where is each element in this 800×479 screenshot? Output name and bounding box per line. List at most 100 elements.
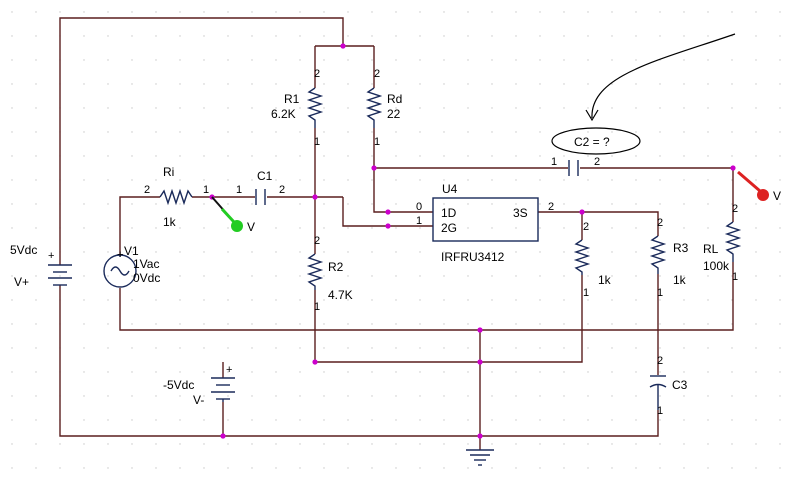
junction-v-gnd <box>477 359 483 365</box>
c2-name: C2 = ? <box>574 135 610 149</box>
ri-pin-b: 1 <box>203 184 209 196</box>
probe-green-label: V <box>247 220 255 234</box>
wire-source <box>538 211 659 236</box>
c1-name: C1 <box>257 169 273 183</box>
c1-pin-a: 1 <box>236 184 242 196</box>
junction-bottom-gnd <box>477 433 483 439</box>
r3-value: 1k <box>673 273 687 287</box>
r2-pin-bottom: 1 <box>314 301 320 313</box>
rl-value: 100k <box>703 259 730 273</box>
wire-v1-ri <box>119 196 160 254</box>
junction-gnd-line <box>477 327 483 333</box>
rl-pin-top: 2 <box>732 203 738 215</box>
vplus-name: V+ <box>14 275 29 289</box>
u4-pin-d-num: 0 <box>416 201 422 213</box>
r3-pin-top: 2 <box>657 217 663 229</box>
r1-value: 6.2K <box>271 107 296 121</box>
u4-pin-g-num: 1 <box>416 215 422 227</box>
probe-red-label: V <box>773 189 781 203</box>
c3-pin-bottom: 1 <box>657 405 663 417</box>
wire-rl-bottom <box>119 262 734 331</box>
rl-pin-bottom: 1 <box>732 271 738 283</box>
v1-dc: 0Vdc <box>133 271 160 285</box>
u4-pin-s-num: 2 <box>548 201 554 213</box>
u4-part: IRFRU3412 <box>441 250 505 264</box>
ground-symbol <box>466 449 494 466</box>
v1-name: V1 <box>124 244 139 258</box>
resistor-r2[interactable]: R2 4.7K 2 1 <box>306 235 353 313</box>
resistor-r3[interactable]: R3 1k 2 1 <box>649 217 689 299</box>
wire-r2-bottom <box>314 275 583 363</box>
resistor-r1[interactable]: R1 6.2K 2 1 <box>271 68 324 148</box>
ri-pin-a: 2 <box>144 184 150 196</box>
grid-dots <box>11 11 781 469</box>
c3-name: C3 <box>672 378 688 392</box>
c1-pin-b: 2 <box>279 184 285 196</box>
junction-source <box>579 209 585 215</box>
v1-plus: + <box>117 249 123 261</box>
junction-drain <box>385 209 391 215</box>
junction-bottom-left <box>220 433 226 439</box>
wire-vplus-bottom <box>59 285 659 437</box>
vminus-value: -5Vdc <box>163 378 194 392</box>
r2-value: 4.7K <box>328 288 353 302</box>
rsrc-pin-bottom: 1 <box>583 287 589 299</box>
probe-green[interactable]: V <box>211 196 255 234</box>
junction-rl <box>730 165 736 171</box>
annotation-arrow <box>591 33 736 119</box>
u4-name: U4 <box>442 182 458 196</box>
junction-v-rail <box>312 359 318 365</box>
capacitor-c2[interactable]: 1 2 <box>551 156 600 176</box>
wire-node-gate <box>342 197 433 227</box>
battery-vplus[interactable]: + 5Vdc V+ <box>10 243 72 289</box>
c2-annotation: C2 = ? <box>551 33 736 155</box>
rd-value: 22 <box>387 107 401 121</box>
junction-c1 <box>312 194 318 200</box>
resistor-ri[interactable]: Ri 1k 2 1 <box>144 165 209 229</box>
rd-name: Rd <box>387 92 402 106</box>
u4-pin-d: 1D <box>441 206 457 220</box>
probe-red[interactable]: V <box>737 170 781 203</box>
r2-name: R2 <box>328 260 344 274</box>
v1-ac: 1Vac <box>133 257 159 271</box>
rd-pin-top: 2 <box>374 68 380 80</box>
wires <box>59 17 734 450</box>
r1-pin-top: 2 <box>314 68 320 80</box>
r3-name: R3 <box>673 241 689 255</box>
u4-pin-g: 2G <box>441 221 457 235</box>
resistor-rl[interactable]: RL 100k 2 1 <box>703 203 742 283</box>
resistor-source[interactable]: 1k 2 1 <box>573 221 612 299</box>
battery-vminus[interactable]: + -5Vdc V- <box>163 364 235 407</box>
wire-c2-rl <box>580 167 734 222</box>
resistor-rd[interactable]: Rd 22 2 1 <box>365 68 402 148</box>
junctions <box>209 43 736 439</box>
source-v1[interactable]: + V1 1Vac 0Vdc <box>103 244 160 288</box>
rsrc-pin-top: 2 <box>583 221 589 233</box>
rl-name: RL <box>703 242 719 256</box>
r2-pin-top: 2 <box>314 235 320 247</box>
r3-pin-bottom: 1 <box>657 287 663 299</box>
c2-pin-b: 2 <box>594 156 600 168</box>
u4-pin-s: 3S <box>513 206 528 220</box>
r1-pin-bottom: 1 <box>314 136 320 148</box>
vplus-plus-sign: + <box>48 250 54 262</box>
annotation-arrow-head <box>585 109 599 122</box>
c2-pin-a: 1 <box>551 156 557 168</box>
capacitor-c1[interactable]: C1 1 2 <box>236 169 285 205</box>
mosfet-u4[interactable]: U4 1D 2G 3S 0 1 2 IRFRU3412 <box>416 182 554 264</box>
vminus-name: V- <box>193 393 204 407</box>
wire-rd-drain <box>373 128 433 213</box>
vminus-plus-sign: + <box>226 364 232 376</box>
c3-pin-top: 2 <box>657 355 663 367</box>
vplus-value: 5Vdc <box>10 243 37 257</box>
junction-top <box>340 43 346 49</box>
capacitor-c3[interactable]: C3 2 1 <box>649 355 688 417</box>
ri-name: Ri <box>163 165 174 179</box>
r1-name: R1 <box>284 92 300 106</box>
ri-value: 1k <box>163 215 177 229</box>
wire-vplus-top <box>59 17 344 265</box>
junction-rd <box>371 165 377 171</box>
rsrc-value: 1k <box>598 273 612 287</box>
